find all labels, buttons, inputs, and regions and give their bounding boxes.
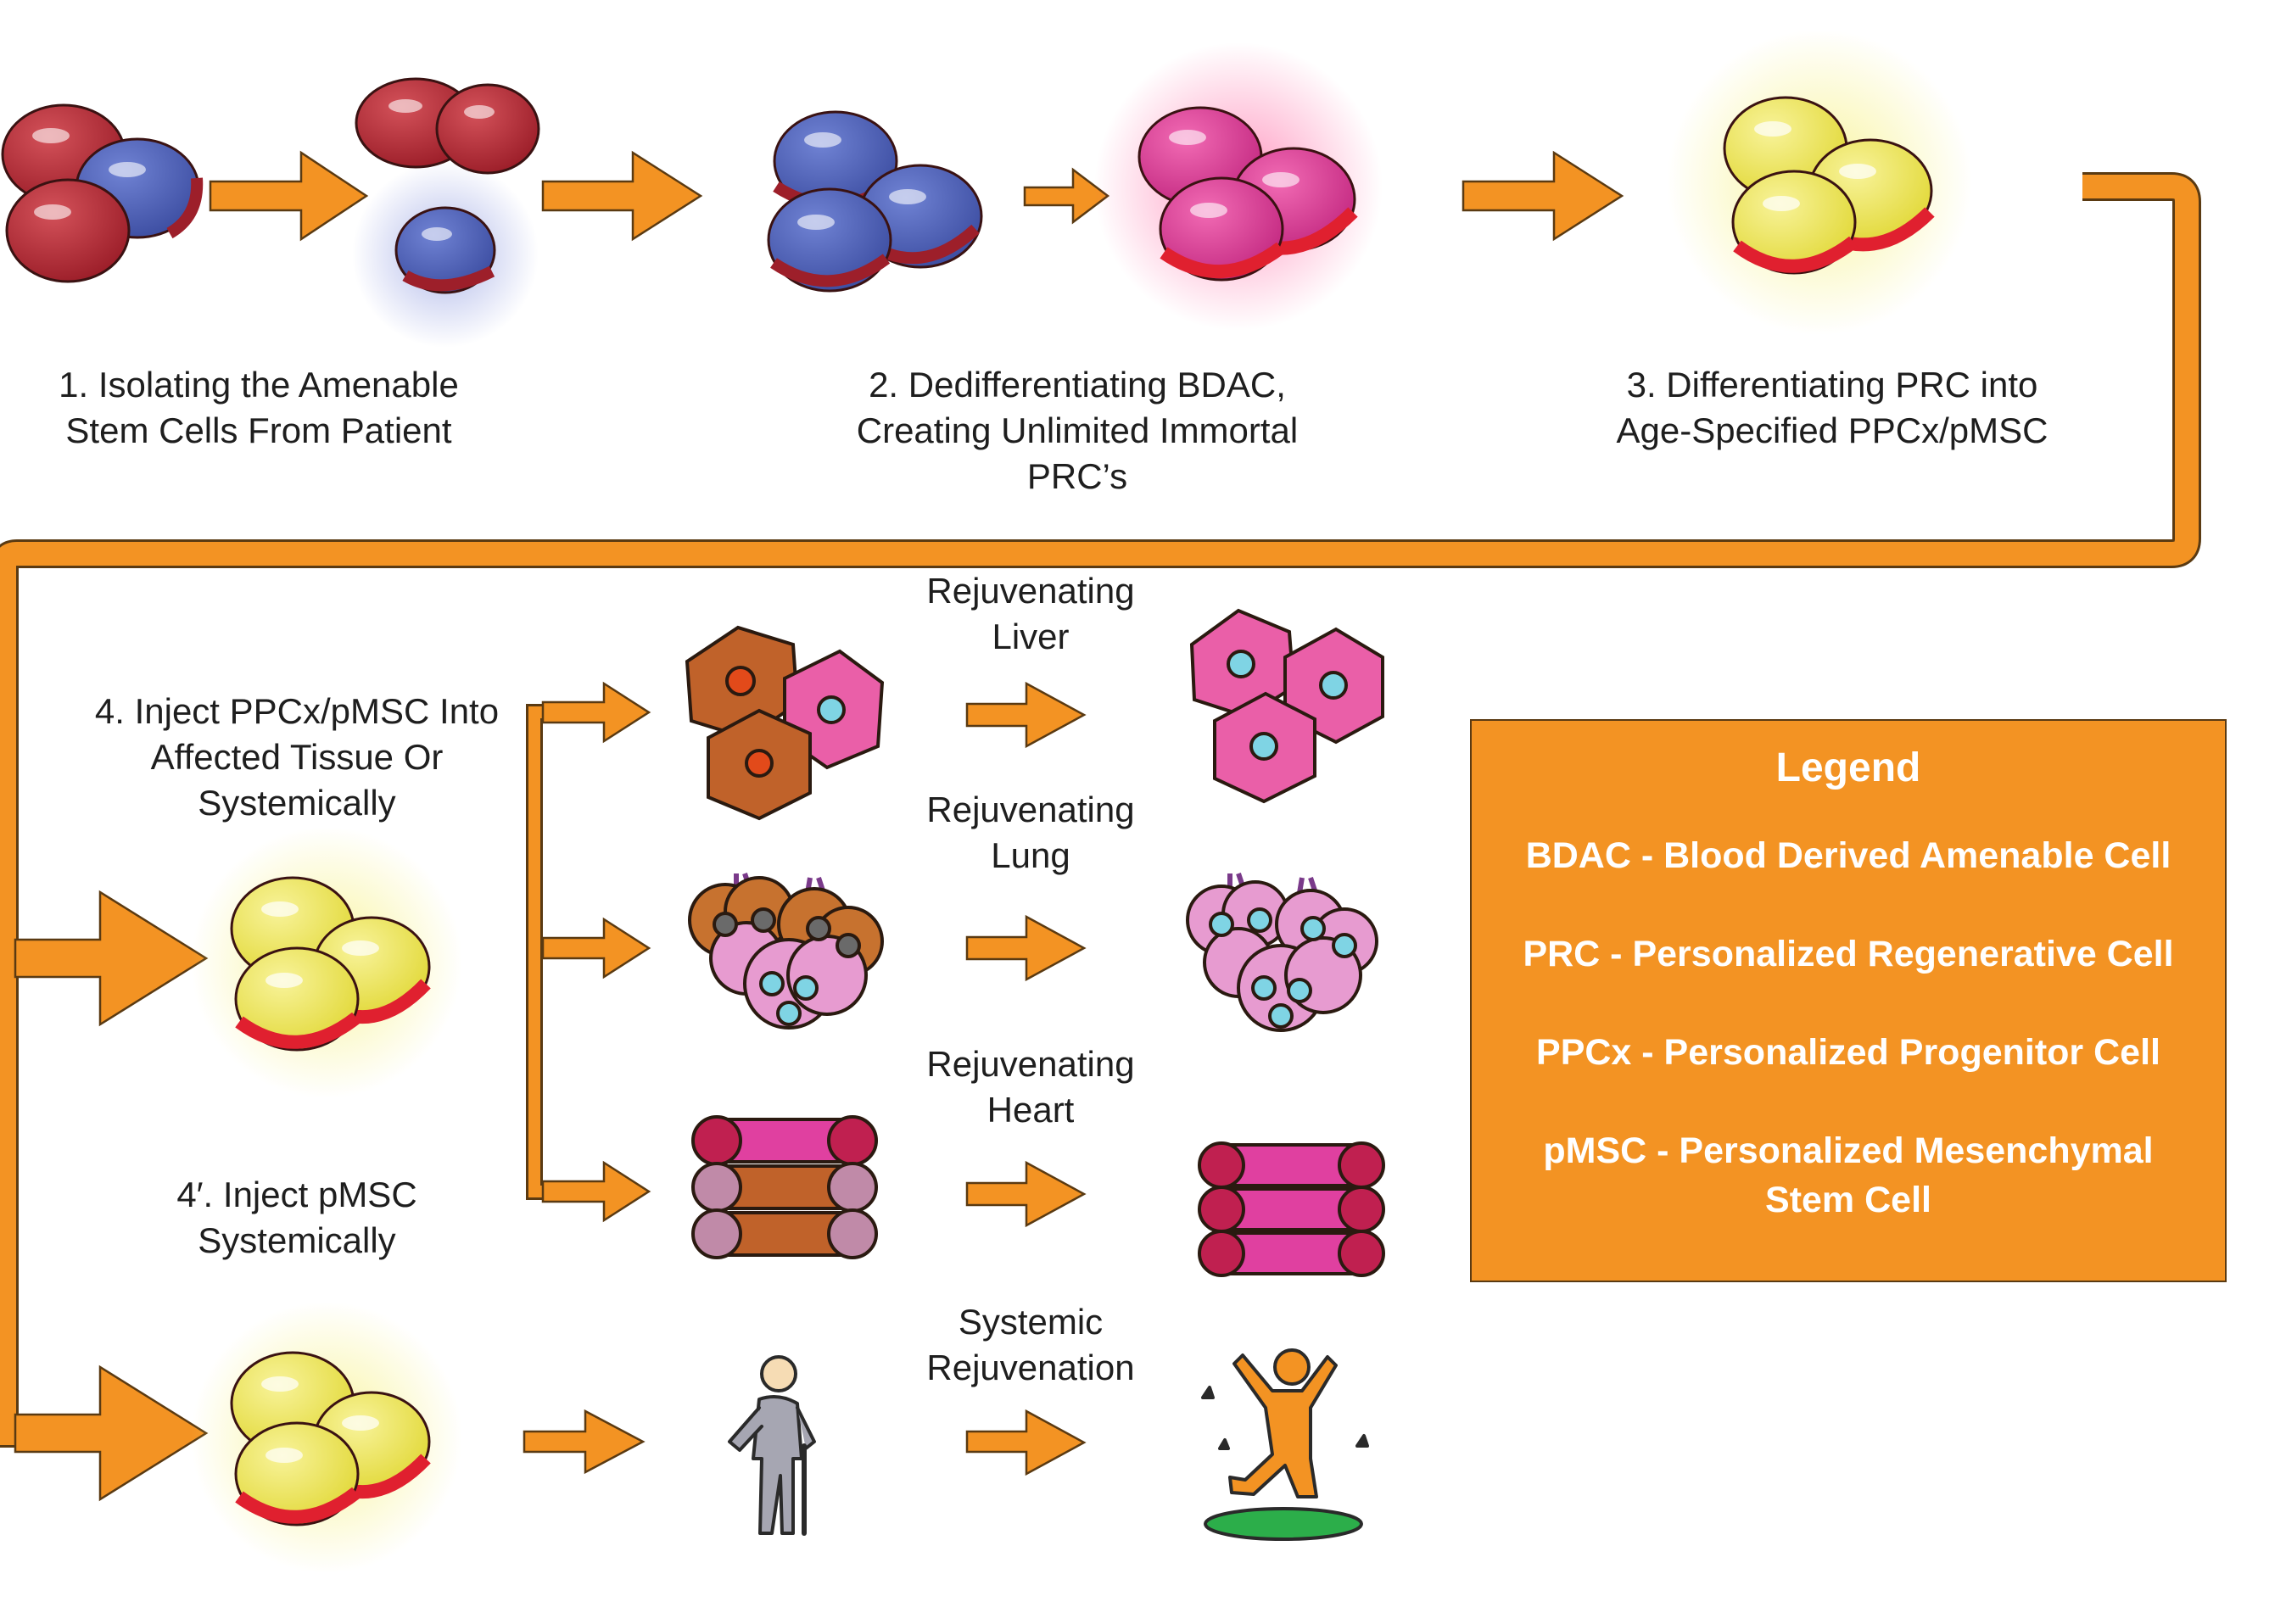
step2-label: 2. Dedifferentiating BDAC,Creating Unlim…: [856, 365, 1299, 496]
arrow-to-elderly: [523, 1409, 646, 1475]
liver-cells-damaged-icon: [685, 625, 885, 821]
separated-cells-icon: [352, 77, 540, 348]
liver-cells-healthy-icon: [1189, 608, 1384, 804]
arrow-systemic: [965, 1409, 1087, 1476]
jumping-person-icon: [1201, 1348, 1369, 1541]
blue-cell-cluster-icon: [767, 110, 983, 293]
arrow-step2a: [1023, 167, 1110, 225]
yellow-cell-cluster-icon: [191, 1302, 462, 1573]
heart-muscle-fiber-damaged-icon: [691, 1115, 878, 1259]
legend-entry-bdac: BDAC - Blood Derived Amenable Cell: [1525, 835, 2171, 876]
arrow-lung: [965, 914, 1087, 982]
legend-entry-prc: PRC - Personalized Regenerative Cell: [1523, 934, 2174, 974]
arrow-branch-heart: [541, 1160, 651, 1223]
legend-box: Legend BDAC - Blood Derived Amenable Cel…: [1470, 719, 2227, 1282]
arrow-liver: [965, 681, 1087, 749]
arrow-branch-lung: [541, 917, 651, 979]
heart-muscle-fiber-healthy-icon: [1198, 1141, 1385, 1277]
arrow-branch-liver: [541, 681, 651, 744]
yellow-cell-cluster-icon: [1667, 30, 1972, 335]
flow-connector: [0, 172, 2201, 1448]
arrow-inject-tissue: [14, 890, 209, 1027]
arrow-heart: [965, 1160, 1087, 1228]
pink-cell-cluster-icon: [1094, 42, 1383, 331]
legend-entry-ppcx: PPCx - Personalized Progenitor Cell: [1536, 1032, 2160, 1073]
arrow-inject-systemic: [14, 1364, 209, 1502]
arrow-step2b: [1462, 150, 1624, 242]
legend-title: Legend: [1775, 745, 1921, 790]
yellow-cell-cluster-icon: [191, 827, 462, 1098]
red-blue-cell-cluster-icon: [1, 103, 204, 283]
arrow-step1a: [209, 150, 369, 242]
lung-alveoli-healthy-icon: [1186, 873, 1378, 1032]
elderly-person-icon: [728, 1355, 816, 1536]
arrow-step1b: [541, 150, 703, 242]
legend-entry-pmsc: pMSC - Personalized Mesenchymal Stem Cel…: [1543, 1130, 2154, 1220]
lung-alveoli-damaged-icon: [688, 873, 884, 1030]
